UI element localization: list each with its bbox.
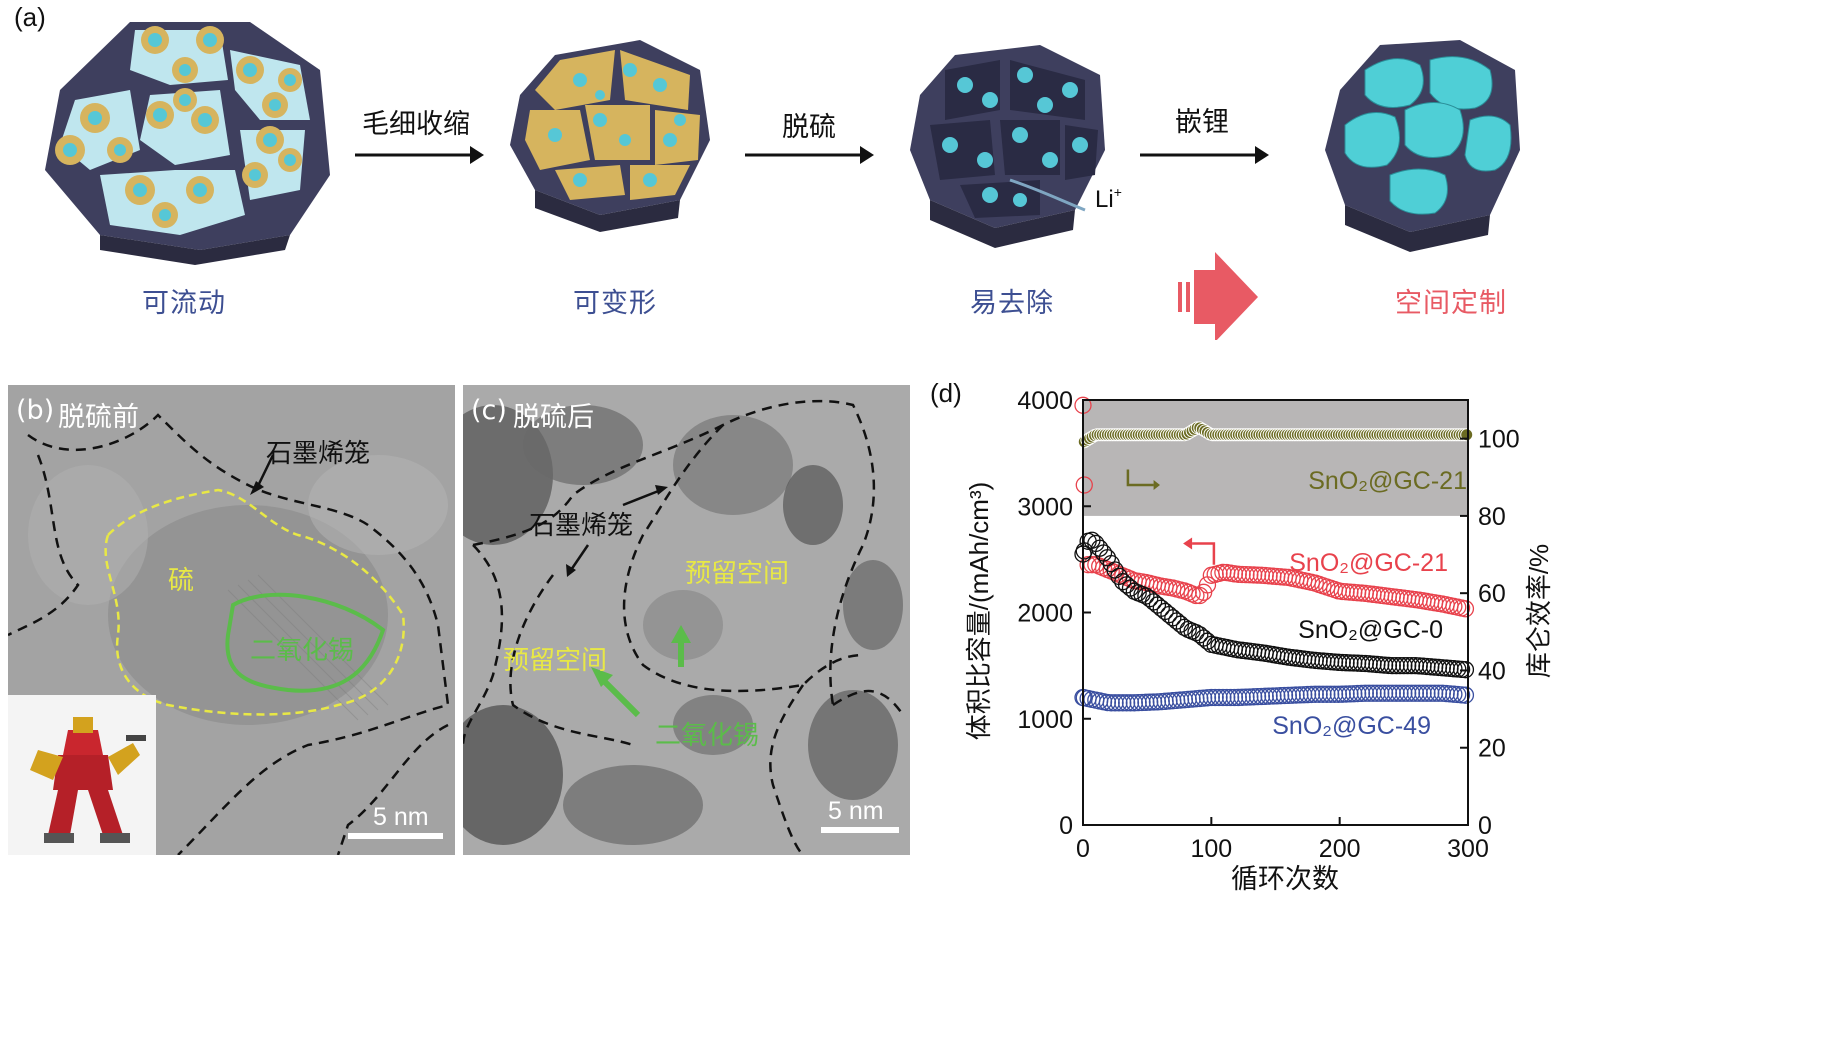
y-right-tick-label: 80 — [1478, 503, 1506, 531]
step-label-tailored: 空间定制 — [1395, 288, 1507, 319]
tem-image-before: (b) 脱硫前 石墨烯笼 硫 二氧化锡 5 nm — [8, 385, 455, 855]
panel-a-label: (a) — [14, 2, 46, 32]
y-right-tick-label: 60 — [1478, 580, 1506, 608]
data-point-1 — [1198, 632, 1217, 650]
x-tick-label: 300 — [1447, 835, 1489, 863]
data-point-0 — [1456, 600, 1475, 618]
x-axis-label: 循环次数 — [1231, 864, 1339, 894]
data-point-1 — [1098, 549, 1117, 567]
y-right-tick-label: 100 — [1478, 426, 1520, 454]
panel-c-label: (c) — [471, 395, 507, 426]
data-point-0 — [1075, 476, 1093, 494]
efficiency-background — [1083, 400, 1468, 516]
robot-inset-image — [8, 695, 156, 855]
step-label-deformable: 可变形 — [573, 288, 657, 319]
scale-bar-label-b: 5 nm — [373, 803, 429, 831]
label-sno2-gc21-olive: SnO₂@GC-21 — [1308, 467, 1467, 495]
data-point-1 — [1456, 661, 1475, 679]
label-sno2-gc0: SnO₂@GC-0 — [1298, 616, 1443, 644]
y-axis-right-label: 库仑效率/% — [1524, 544, 1554, 678]
olive-axis-arrowhead — [1153, 480, 1160, 490]
x-tick-label: 0 — [1076, 835, 1090, 863]
red-axis-arrow — [1192, 542, 1216, 565]
olive-axis-arrow — [1126, 469, 1154, 487]
schematic-illustration: Li+ — [45, 22, 1520, 340]
x-tick-label: 100 — [1190, 835, 1232, 863]
red-axis-arrowhead — [1183, 537, 1193, 550]
y-tick-label: 1000 — [1017, 706, 1073, 734]
data-point-0 — [1187, 586, 1205, 605]
data-point-2 — [1456, 686, 1475, 704]
y-right-tick-label: 0 — [1478, 812, 1492, 840]
highlight-arrow-icon — [1178, 252, 1258, 340]
scale-bar-label-c: 5 nm — [828, 797, 884, 825]
label-sno2-gc21-red: SnO₂@GC-21 — [1289, 549, 1448, 577]
reserved-space-label-2: 预留空间 — [503, 646, 608, 676]
reserved-space-label-1: 预留空间 — [685, 559, 790, 589]
y-axis-label: 体积比容量/(mAh/cm³) — [964, 482, 994, 741]
arrow-label-desulfurize: 脱硫 — [782, 112, 836, 143]
tin-oxide-label-c: 二氧化锡 — [655, 721, 760, 751]
panel-d-label: (d) — [930, 378, 962, 408]
panel-c-title: 脱硫后 — [513, 402, 594, 433]
arrow-label-capillary: 毛细收缩 — [362, 109, 470, 140]
block-flowable — [45, 22, 330, 265]
data-point-1 — [1175, 618, 1194, 637]
y-tick-label: 0 — [1059, 812, 1073, 840]
arrow-label-lithiation: 嵌锂 — [1175, 107, 1229, 138]
x-tick-label: 200 — [1319, 835, 1361, 863]
scale-bar-b — [348, 833, 443, 839]
panel-b-label: (b) — [16, 395, 55, 426]
step-label-flowable: 可流动 — [142, 288, 226, 319]
y-right-tick-label: 20 — [1478, 735, 1506, 763]
tin-oxide-label-b: 二氧化锡 — [250, 636, 355, 666]
graphene-cage-label-b: 石墨烯笼 — [266, 439, 371, 469]
tem-image-after: (c) 脱硫后 石墨烯笼 预留空间 预留空间 二氧化锡 5 nm — [463, 385, 910, 855]
scale-bar-c — [821, 827, 899, 833]
label-sno2-gc49: SnO₂@GC-49 — [1272, 712, 1431, 740]
y-tick-label: 3000 — [1017, 493, 1073, 521]
block-tailored — [1325, 40, 1520, 252]
y-tick-label: 4000 — [1017, 387, 1073, 415]
panel-b-title: 脱硫前 — [58, 402, 139, 433]
step-label-removable: 易去除 — [970, 288, 1054, 319]
block-deformable — [510, 40, 710, 232]
sulfur-label: 硫 — [168, 566, 195, 596]
y-right-tick-label: 40 — [1478, 657, 1506, 685]
li-ion-label: Li+ — [1095, 184, 1122, 213]
block-removable — [910, 45, 1105, 248]
graphene-cage-label-c: 石墨烯笼 — [529, 511, 634, 541]
y-tick-label: 2000 — [1017, 600, 1073, 628]
